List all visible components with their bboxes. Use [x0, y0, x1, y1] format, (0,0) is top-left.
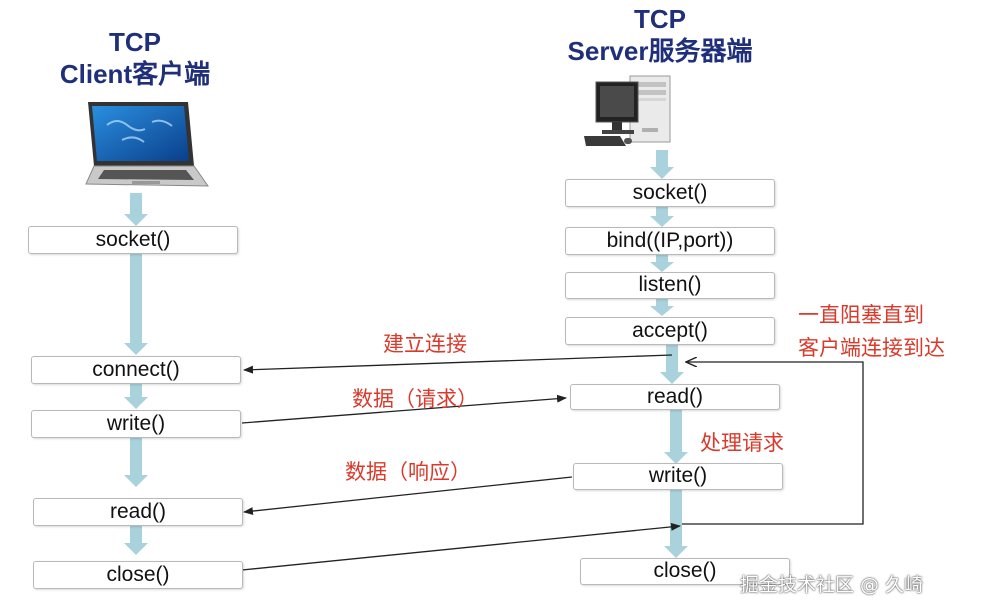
label-process-request: 处理请求: [700, 431, 784, 455]
response-arrow: [243, 476, 573, 516]
client-close-box: close(): [33, 561, 243, 589]
server-close-box: close(): [580, 558, 790, 585]
laptop-icon: [85, 102, 209, 187]
server-flow-arrows: [650, 150, 688, 558]
server-write-box: write(): [573, 463, 783, 490]
request-arrow: [241, 394, 567, 424]
server-read-box: read(): [570, 384, 780, 410]
label-block-line1: 一直阻塞直到: [798, 303, 924, 327]
watermark-text: 掘金技术社区 @ 久崎: [740, 574, 924, 596]
client-title-line2: Client客户端: [59, 59, 211, 89]
client-read-box: read(): [33, 498, 243, 526]
server-socket-box: socket(): [565, 179, 775, 207]
client-title: TCP Client客户端: [20, 26, 250, 90]
client-write-box: write(): [31, 410, 241, 438]
server-listen-box: listen(): [565, 272, 775, 299]
client-socket-box: socket(): [28, 226, 238, 254]
server-title-line2: Server服务器端: [567, 36, 753, 66]
server-title: TCP Server服务器端: [535, 3, 785, 67]
client-connect-box: connect(): [31, 356, 241, 384]
server-bind-box: bind((IP,port)): [565, 227, 775, 255]
client-flow-arrows: [124, 193, 148, 555]
loop-back-line: [682, 362, 864, 525]
label-data-request: 数据（请求）: [352, 387, 478, 411]
client-title-line1: TCP: [109, 27, 161, 57]
label-data-response: 数据（响应）: [345, 460, 471, 484]
server-accept-box: accept(): [565, 317, 775, 345]
label-block-line2: 客户端连接到达: [798, 336, 945, 360]
close-arrow: [241, 522, 681, 571]
server-title-line1: TCP: [634, 4, 686, 34]
connect-arrow: [243, 354, 673, 374]
label-establish-connection: 建立连接: [383, 332, 467, 356]
server-computer-icon: [584, 75, 671, 146]
